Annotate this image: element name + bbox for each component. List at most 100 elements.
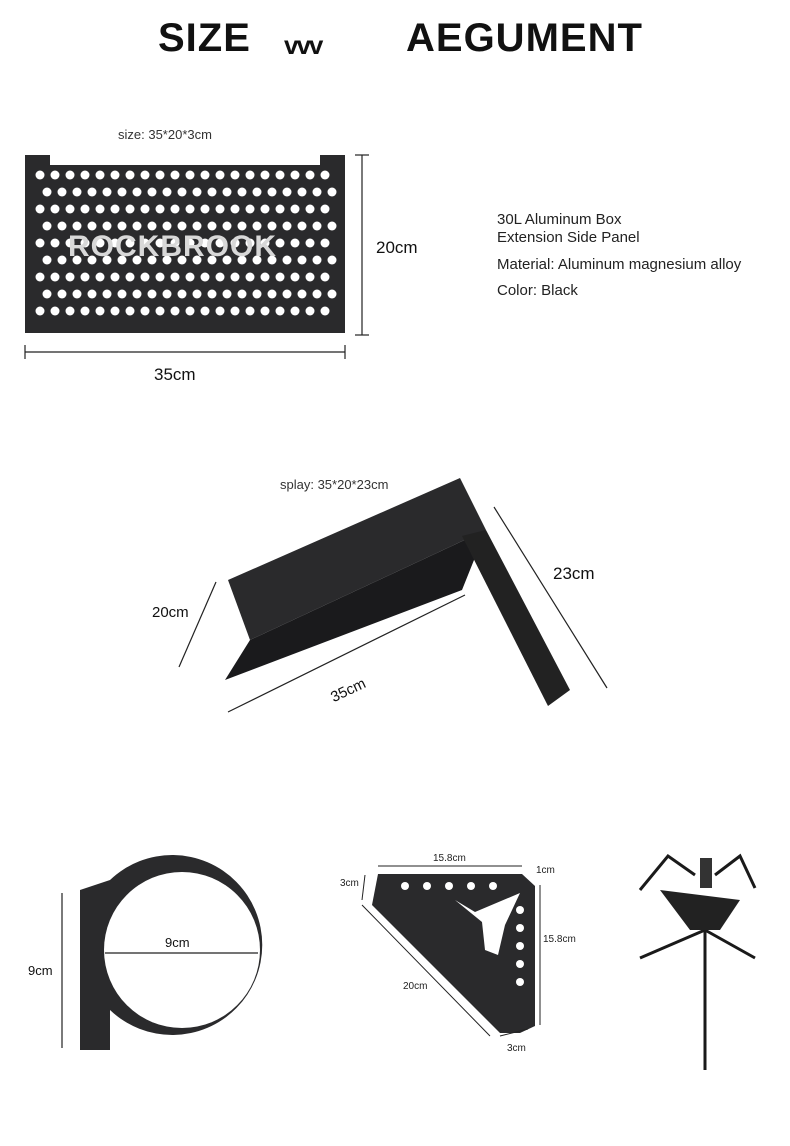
hex-hole [230,204,240,214]
hex-hole [80,272,90,282]
hex-hole [237,187,247,197]
hex-hole [117,221,127,231]
hex-hole [237,255,247,265]
hex-hole [132,289,142,299]
hex-hole [297,289,307,299]
hex-hole [260,238,270,248]
hex-hole [65,306,75,316]
hex-hole [252,187,262,197]
hex-hole [177,289,187,299]
hex-hole [245,170,255,180]
hex-hole [260,170,270,180]
spec-product-line1: 30L Aluminum Box [497,211,622,228]
plate-hole [516,978,524,986]
hex-hole [215,204,225,214]
hex-hole [42,187,52,197]
hex-hole [57,289,67,299]
plate-hole [489,882,497,890]
hex-hole [305,204,315,214]
hex-hole [290,238,300,248]
hex-hole [312,289,322,299]
hex-hole [162,255,172,265]
plate-hole [467,882,475,890]
hex-hole [132,255,142,265]
hex-hole [192,221,202,231]
hex-hole [147,255,157,265]
hex-hole [155,272,165,282]
hex-hole [260,306,270,316]
hex-hole [95,204,105,214]
hex-hole [87,221,97,231]
hex-hole [245,204,255,214]
hex-hole [192,289,202,299]
plate-hole [516,960,524,968]
hex-hole [297,255,307,265]
hex-hole [155,204,165,214]
hex-hole [222,221,232,231]
hex-hole [297,187,307,197]
hex-hole [162,289,172,299]
hex-hole [147,289,157,299]
plate-hole [401,882,409,890]
hex-hole [42,289,52,299]
hex-hole [110,272,120,282]
hex-hole [200,238,210,248]
hex-hole [267,255,277,265]
hex-hole [200,272,210,282]
hex-hole [50,170,60,180]
hex-hole [140,306,150,316]
hex-hole [80,204,90,214]
hex-hole [252,255,262,265]
hex-hole [50,238,60,248]
hex-hole [170,204,180,214]
spec-product-line2: Extension Side Panel [497,229,640,246]
hex-hole [65,272,75,282]
hex-hole [305,238,315,248]
hex-hole [87,289,97,299]
hex-hole [260,272,270,282]
hex-hole [327,221,337,231]
hex-hole [155,306,165,316]
hex-hole [80,170,90,180]
hex-hole [237,289,247,299]
hex-holes: /* filled by script below */ [35,170,337,316]
hex-hole [327,289,337,299]
hex-hole [320,204,330,214]
hex-hole [117,187,127,197]
hex-hole [275,204,285,214]
hex-hole [290,170,300,180]
hex-hole [132,221,142,231]
hex-hole [102,221,112,231]
splay-dimension-lines [178,506,608,713]
hex-hole [185,272,195,282]
hex-hole [200,204,210,214]
plate-hole [516,906,524,914]
splay-stand-image [225,478,570,706]
hex-hole [200,306,210,316]
hex-hole [35,204,45,214]
panel-width-label: 35cm [154,365,196,384]
hex-hole [282,289,292,299]
hex-hole [245,272,255,282]
hex-hole [290,272,300,282]
panel-dimension-lines [24,154,369,359]
hex-hole [102,289,112,299]
hex-hole [245,306,255,316]
hex-hole [260,204,270,214]
hex-hole [35,272,45,282]
hex-hole [147,187,157,197]
hex-hole [327,187,337,197]
hex-hole [215,238,225,248]
hex-hole [185,204,195,214]
hex-hole [207,255,217,265]
hex-hole [327,255,337,265]
corner-left-label: 3cm [340,878,359,889]
corner-plate-image [372,874,535,1033]
hex-hole [275,272,285,282]
hex-hole [222,289,232,299]
hex-hole [140,238,150,248]
hex-hole [35,170,45,180]
hex-hole [275,238,285,248]
